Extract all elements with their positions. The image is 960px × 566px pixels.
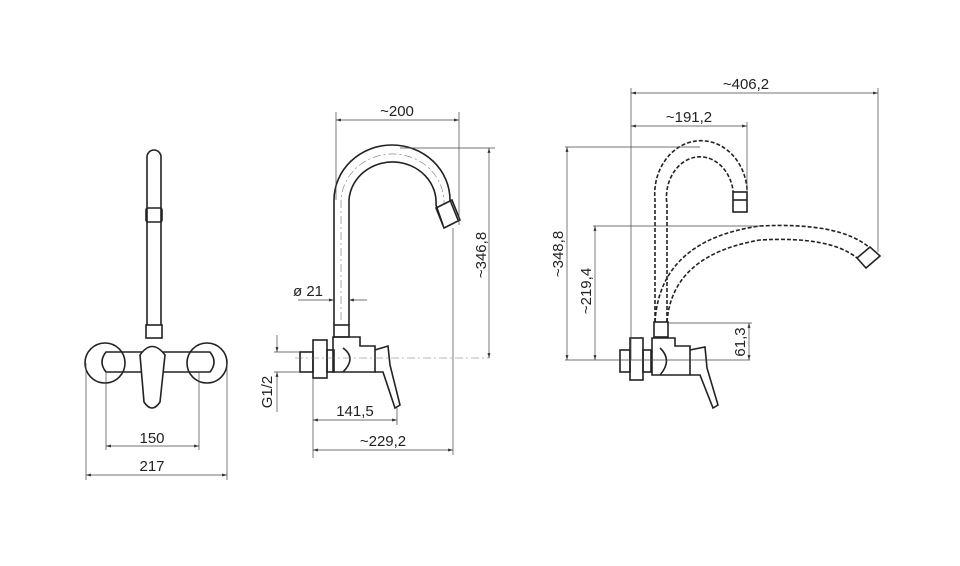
body-front bbox=[101, 351, 215, 373]
dim-150: 150 bbox=[139, 430, 164, 447]
long-spout-outer bbox=[654, 224, 871, 323]
dim-219-4: ~219,4 bbox=[578, 268, 595, 314]
dim-191-2: ~191,2 bbox=[666, 109, 712, 126]
gooseneck-outer bbox=[653, 139, 748, 322]
spout-pipe-front bbox=[146, 149, 162, 325]
aerator bbox=[434, 198, 462, 230]
lever-side bbox=[374, 344, 401, 410]
nut-alt bbox=[619, 349, 631, 373]
long-spout-aerator bbox=[855, 245, 882, 270]
dim-348-8: ~348,8 bbox=[550, 231, 567, 277]
dim-217: 217 bbox=[139, 458, 164, 475]
dim-229-2: ~229,2 bbox=[360, 433, 406, 450]
gooseneck-aerator bbox=[732, 191, 748, 213]
dim-61-3: 61,3 bbox=[732, 327, 749, 356]
dim-141-5: 141,5 bbox=[336, 403, 374, 420]
collar-side bbox=[333, 324, 350, 338]
side-view: ~200 ~346,8 ø 21 G1/2 141,5 ~229,2 bbox=[259, 103, 495, 458]
wall-flange-alt bbox=[629, 337, 644, 381]
right-flange bbox=[186, 342, 228, 384]
dim-diameter-21: ø 21 bbox=[293, 283, 323, 300]
body-alt bbox=[651, 337, 691, 376]
dim-200: ~200 bbox=[380, 103, 414, 120]
dim-406-2: ~406,2 bbox=[723, 76, 769, 93]
dim-346-8: ~346,8 bbox=[473, 232, 490, 278]
lever-alt bbox=[689, 346, 719, 410]
long-spout-inner bbox=[666, 238, 858, 323]
body-side bbox=[332, 336, 376, 373]
left-flange bbox=[84, 342, 126, 384]
collar bbox=[145, 324, 163, 339]
gooseneck-inner bbox=[665, 156, 734, 322]
collar-alt bbox=[653, 321, 669, 338]
alt-spout-view: ~406,2 ~191,2 ~348,8 ~219,4 61,3 bbox=[550, 76, 882, 410]
dim-g1-2: G1/2 bbox=[259, 376, 276, 409]
front-view: 150 217 bbox=[84, 149, 228, 480]
spout-outer bbox=[333, 144, 459, 325]
handle-front bbox=[139, 345, 166, 409]
spout-inner bbox=[348, 161, 444, 325]
spout-ring bbox=[145, 207, 163, 223]
wall-flange bbox=[312, 339, 328, 379]
nut bbox=[299, 351, 314, 373]
